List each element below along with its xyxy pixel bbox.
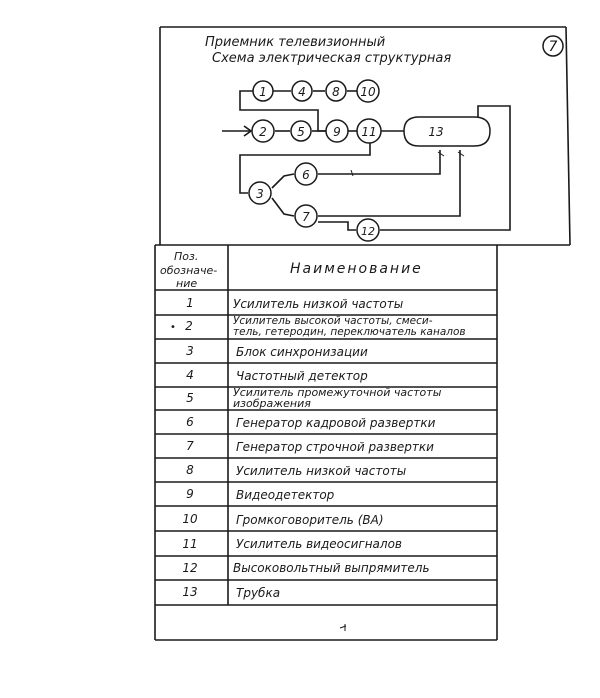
node-9: 9 bbox=[325, 119, 349, 143]
node-6: 6 bbox=[294, 162, 318, 186]
table-row: • 2 Усилитель высокой частоты, смеси- те… bbox=[170, 315, 466, 338]
svg-text:Высоковольтный выпрямитель: Высоковольтный выпрямитель bbox=[233, 561, 430, 575]
svg-text:Громкоговоритель (ВА): Громкоговоритель (ВА) bbox=[236, 513, 384, 527]
svg-text:7: 7 bbox=[302, 210, 310, 224]
node-10: 10 bbox=[356, 79, 380, 103]
table-row: 1 Усилитель низкой частоты bbox=[186, 296, 403, 311]
header-pos-line2: обозначе- bbox=[160, 264, 217, 277]
node-13-tube: 13 bbox=[403, 116, 491, 147]
table-row: 13 Трубка bbox=[182, 585, 280, 600]
svg-text:9: 9 bbox=[333, 125, 341, 139]
svg-text:Частотный детектор: Частотный детектор bbox=[236, 369, 368, 383]
svg-text:изображения: изображения bbox=[233, 397, 311, 410]
node-12: 12 bbox=[356, 218, 380, 242]
header-pos-line3: ние bbox=[176, 277, 197, 290]
svg-text:тель, гетеродин, переключатель: тель, гетеродин, переключатель каналов bbox=[233, 326, 466, 338]
svg-text:Видеодетектор: Видеодетектор bbox=[236, 488, 335, 502]
svg-text:Трубка: Трубка bbox=[236, 586, 280, 600]
table-row: 8 Усилитель низкой частоты bbox=[186, 463, 406, 478]
svg-text:6: 6 bbox=[302, 168, 310, 182]
svg-text:10: 10 bbox=[182, 512, 198, 526]
diagram-connections bbox=[222, 90, 511, 231]
node-2: 2 bbox=[251, 119, 275, 143]
table-row: 10 Громкоговоритель (ВА) bbox=[182, 512, 383, 527]
stray-marks bbox=[339, 624, 347, 631]
input-arrow-head bbox=[243, 125, 253, 137]
svg-text:5: 5 bbox=[186, 391, 194, 405]
svg-text:1: 1 bbox=[186, 296, 194, 310]
svg-text:Усилитель промежуточной частот: Усилитель промежуточной частоты bbox=[233, 386, 442, 399]
svg-text:6: 6 bbox=[186, 415, 194, 429]
node-7: 7 bbox=[294, 204, 318, 228]
table-grid bbox=[155, 245, 497, 606]
svg-text:Генератор строчной развертки: Генератор строчной развертки bbox=[236, 440, 434, 454]
table-rows: 1 Усилитель низкой частоты • 2 Усилитель… bbox=[170, 296, 466, 600]
svg-text:10: 10 bbox=[360, 85, 376, 99]
svg-text:5: 5 bbox=[297, 125, 305, 139]
node-3: 3 bbox=[248, 181, 272, 205]
node-4: 4 bbox=[291, 80, 313, 102]
svg-text:13: 13 bbox=[182, 585, 197, 599]
svg-text:11: 11 bbox=[182, 537, 197, 551]
svg-text:Блок синхронизации: Блок синхронизации bbox=[236, 345, 368, 359]
svg-text:2: 2 bbox=[185, 319, 193, 333]
svg-text:3: 3 bbox=[186, 344, 194, 358]
svg-text:Усилитель низкой частоты: Усилитель низкой частоты bbox=[236, 464, 406, 478]
svg-text:11: 11 bbox=[361, 125, 376, 139]
node-8: 8 bbox=[325, 80, 347, 102]
svg-text:2: 2 bbox=[259, 125, 267, 139]
svg-text:4: 4 bbox=[186, 368, 194, 382]
header-pos-line1: Поз. bbox=[174, 250, 198, 263]
node-1: 1 bbox=[252, 80, 274, 102]
header-name: Наименование bbox=[290, 261, 423, 277]
sheet-frame bbox=[154, 26, 571, 641]
svg-text:3: 3 bbox=[256, 187, 264, 201]
svg-text:12: 12 bbox=[182, 561, 197, 575]
svg-text:9: 9 bbox=[186, 487, 194, 501]
table-row: 4 Частотный детектор bbox=[186, 368, 368, 383]
node-11: 11 bbox=[356, 118, 382, 144]
table-row: 11 Усилитель видеосигналов bbox=[182, 537, 402, 551]
node-5: 5 bbox=[290, 120, 312, 142]
svg-text:7: 7 bbox=[186, 439, 194, 453]
sheet-number-badge: 7 bbox=[542, 35, 564, 57]
svg-text:8: 8 bbox=[186, 463, 194, 477]
svg-text:1: 1 bbox=[259, 85, 267, 99]
table-row: 5 Усилитель промежуточной частоты изобра… bbox=[186, 386, 442, 410]
svg-text:Усилитель видеосигналов: Усилитель видеосигналов bbox=[236, 537, 402, 551]
table-row: 7 Генератор строчной развертки bbox=[186, 439, 434, 454]
sheet-number: 7 bbox=[549, 39, 558, 55]
diagram-title-line2: Схема электрическая структурная bbox=[212, 51, 451, 66]
table-row: 6 Генератор кадровой развертки bbox=[186, 415, 435, 430]
svg-text:Усилитель низкой частоты: Усилитель низкой частоты bbox=[233, 297, 403, 311]
svg-text:•: • bbox=[170, 322, 176, 333]
svg-text:Генератор кадровой развертки: Генератор кадровой развертки bbox=[236, 416, 436, 430]
diagram-title-line1: Приемник телевизионный bbox=[205, 35, 385, 50]
svg-text:13: 13 bbox=[428, 125, 443, 139]
table-header: Поз. обозначе- ние Наименование bbox=[160, 250, 423, 290]
table-row: 3 Блок синхронизации bbox=[186, 344, 368, 359]
svg-text:12: 12 bbox=[361, 225, 375, 238]
table-row: 12 Высоковольтный выпрямитель bbox=[182, 561, 429, 575]
svg-text:Усилитель высокой частоты, сме: Усилитель высокой частоты, смеси- bbox=[233, 315, 433, 327]
table-row: 9 Видеодетектор bbox=[186, 487, 335, 502]
diagram-nodes: 1 4 8 10 2 5 9 11 bbox=[248, 79, 491, 242]
svg-text:8: 8 bbox=[332, 85, 340, 99]
svg-text:4: 4 bbox=[298, 85, 306, 99]
